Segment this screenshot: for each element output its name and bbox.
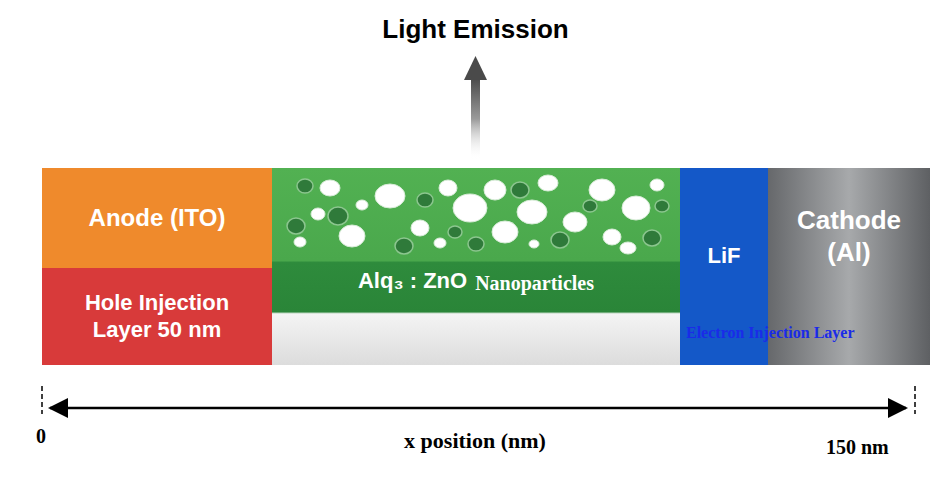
nanoparticle	[453, 194, 487, 222]
nanoparticle	[538, 175, 558, 191]
nanoparticle	[395, 238, 413, 254]
axis-tick	[41, 386, 43, 414]
nanoparticle	[603, 229, 621, 245]
emissive-layer: Alq₃ : ZnO Nanoparticles	[272, 168, 680, 365]
layer-label: Hole Injection Layer 50 nm	[78, 290, 236, 343]
nanoparticle	[551, 232, 569, 248]
axis-end-value: 150 nm	[826, 436, 889, 459]
layer-label: Alq₃ : ZnO	[358, 268, 467, 294]
nanoparticle	[439, 180, 457, 196]
nanoparticle	[517, 200, 547, 224]
layer-label: LiF	[708, 243, 741, 269]
emission-beam	[471, 78, 480, 160]
nanoparticle	[320, 180, 340, 196]
emission-arrowhead	[464, 56, 487, 80]
nanoparticle	[511, 182, 529, 198]
hole-injection-layer: Hole Injection Layer 50 nm	[42, 268, 272, 365]
nanoparticle	[529, 240, 539, 248]
lif-layer: LiFElectron Injection Layer	[680, 168, 768, 365]
nanoparticle	[434, 238, 446, 248]
nanoparticle	[622, 196, 650, 220]
layer-label: Anode (ITO)	[89, 204, 226, 233]
nanoparticle	[287, 218, 305, 234]
diagram-title: Light Emission	[0, 14, 951, 45]
axis-tick	[914, 386, 916, 414]
nanoparticle	[492, 221, 518, 243]
nanoparticle	[297, 179, 313, 193]
nanoparticle	[643, 230, 661, 246]
layer-sublabel: Electron Injection Layer	[686, 323, 855, 342]
axis-origin: 0	[36, 425, 46, 448]
anode-layer: Anode (ITO)	[42, 168, 272, 268]
nanoparticle	[589, 179, 615, 201]
nanoparticle	[484, 180, 506, 200]
nanoparticle	[411, 220, 429, 236]
layer-label: Cathode (Al)	[797, 205, 901, 267]
nanoparticle	[655, 200, 669, 212]
nanoparticle	[583, 200, 597, 212]
nanoparticle	[294, 237, 306, 247]
nanoparticle	[468, 237, 484, 251]
nanoparticle	[448, 226, 462, 238]
nanoparticle	[311, 208, 325, 220]
nanoparticles-dark	[287, 179, 669, 254]
nanoparticles-white	[294, 175, 664, 254]
axis-title: x position (nm)	[275, 428, 675, 454]
x-axis-arrow	[50, 407, 906, 410]
nanoparticle	[620, 242, 636, 254]
nanoparticle	[356, 200, 368, 210]
nanoparticle	[563, 212, 587, 232]
layer-sublabel: Nanoparticles	[475, 271, 594, 295]
nanoparticle	[375, 184, 405, 208]
nanoparticle	[650, 179, 664, 191]
nanoparticle	[328, 207, 348, 225]
nanoparticle	[339, 225, 365, 247]
nanoparticle	[417, 193, 433, 207]
